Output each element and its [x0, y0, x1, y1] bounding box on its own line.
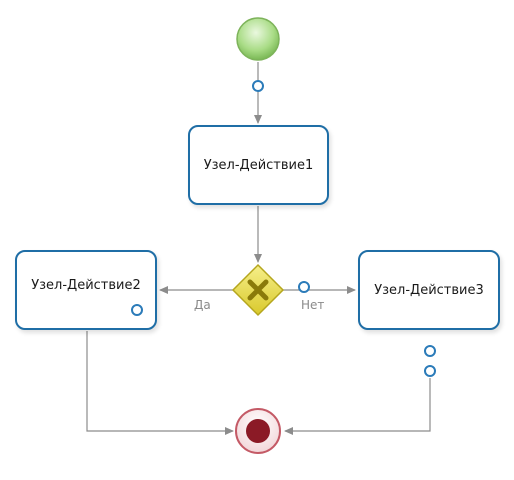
task-node-1[interactable]: Узел-Действие1	[188, 125, 329, 205]
port-task3-out-2[interactable]	[424, 365, 436, 377]
task-node-2-label: Узел-Действие2	[31, 278, 141, 293]
flow-task3-to-end[interactable]	[284, 378, 431, 435]
task-node-2[interactable]: Узел-Действие2	[15, 250, 157, 330]
port-start-out[interactable]	[252, 80, 264, 92]
task-node-3-label: Узел-Действие3	[374, 282, 484, 298]
port-gateway-no[interactable]	[298, 281, 310, 293]
flow-task2-to-end[interactable]	[86, 331, 234, 435]
task-node-1-label: Узел-Действие1	[203, 157, 314, 173]
end-event[interactable]	[235, 408, 281, 454]
edge-label-yes: Да	[194, 298, 211, 312]
start-event[interactable]	[236, 17, 280, 61]
x-mark-icon	[247, 279, 269, 301]
task-node-3[interactable]: Узел-Действие3	[358, 250, 500, 330]
exclusive-gateway[interactable]	[231, 263, 285, 317]
edge-label-no: Нет	[301, 298, 325, 312]
port-task3-out-1[interactable]	[424, 345, 436, 357]
